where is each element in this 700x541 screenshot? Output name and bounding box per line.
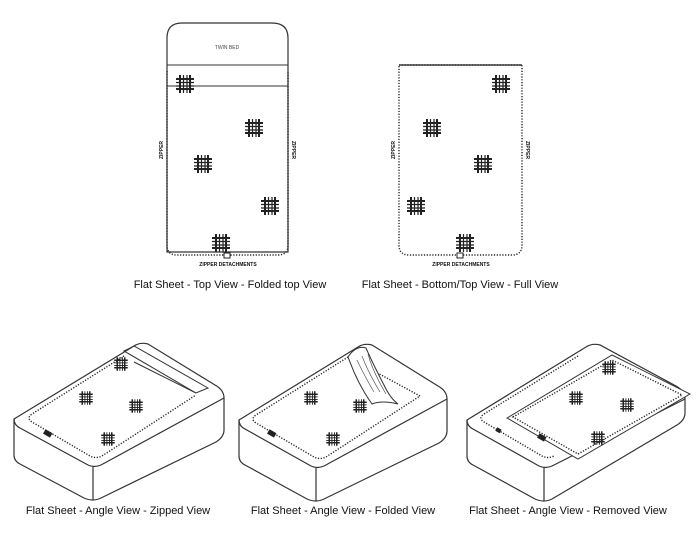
view-angle-zipped: Flat Sheet - Angle View - Zipped View (13, 342, 225, 517)
caption-full-view: Flat Sheet - Bottom/Top View - Full View (362, 279, 559, 291)
bed-header-label: TWIN BED (215, 45, 240, 51)
zipper-right-label: ZIPPER (290, 141, 296, 159)
hashtag-pattern-icon (406, 196, 426, 216)
peeled-corner-texture (356, 353, 387, 395)
zipper-attachments-label: ZIPPER DETACHMENTS (199, 262, 257, 268)
zipper-path (252, 356, 422, 460)
zipper-path-mattress (480, 355, 579, 459)
zipper-left-label: ZIPPER (159, 141, 165, 159)
zipper-path (166, 71, 289, 256)
mattress-top-edge (238, 398, 448, 469)
hashtag-pattern-icon (491, 74, 511, 94)
fold-band (122, 345, 210, 394)
zipper-pull-icon (456, 252, 464, 259)
zipper-pull-icon (43, 429, 53, 438)
caption-folded-top: Flat Sheet - Top View - Folded top View (134, 279, 327, 291)
zipper-path (398, 64, 523, 256)
peeled-corner (347, 346, 399, 405)
zipper-path-sheet (511, 359, 684, 455)
caption-angle-zipped: Flat Sheet - Angle View - Zipped View (26, 505, 210, 517)
fold-line (133, 361, 197, 394)
hashtag-pattern-icon (422, 118, 442, 138)
view-angle-folded: Flat Sheet - Angle View - Folded View (238, 343, 448, 517)
view-full: ZIPPER ZIPPER ZIPPER DETACHMENTS Flat Sh… (362, 64, 559, 291)
mattress-top-edge (13, 397, 225, 468)
zipper-pull-icon (223, 252, 231, 259)
zipper-pull-icon (267, 429, 277, 438)
bed-outline (166, 22, 289, 253)
mattress-outline (238, 343, 448, 502)
view-folded-top: TWIN BED ZIPPER ZIPPER ZIPPER DETACHMENT… (134, 22, 327, 291)
view-angle-removed: Flat Sheet - Angle View - Removed View (466, 343, 692, 517)
mattress-top-edge (466, 398, 686, 469)
zipper-pull-icon (495, 427, 502, 434)
zipper-right-label: ZIPPER (524, 141, 530, 159)
mattress-outline (13, 342, 225, 501)
detached-sheet (506, 354, 692, 460)
hashtag-pattern-icon (455, 233, 475, 253)
hashtag-pattern-icon (473, 154, 493, 174)
zipper-left-label: ZIPPER (391, 141, 397, 159)
zipper-attachments-label: ZIPPER DETACHMENTS (432, 262, 490, 268)
caption-angle-removed: Flat Sheet - Angle View - Removed View (469, 505, 667, 517)
zipper-pull-icon (537, 433, 547, 442)
caption-angle-folded: Flat Sheet - Angle View - Folded View (251, 505, 435, 517)
